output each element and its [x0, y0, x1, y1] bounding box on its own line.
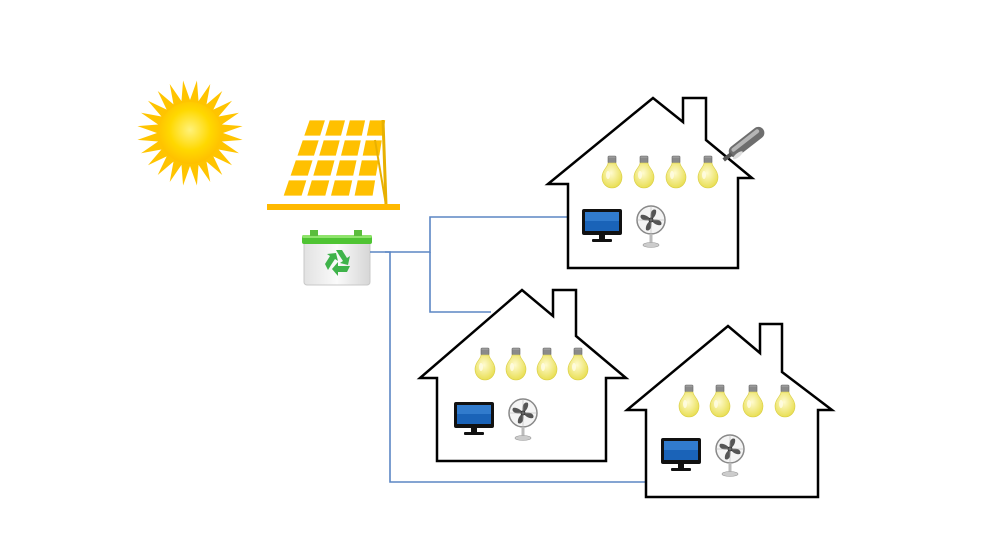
solar-cell — [297, 140, 319, 156]
solar-cell — [358, 160, 379, 176]
sun-icon — [137, 80, 243, 186]
solar-cell — [341, 140, 361, 156]
house-2 — [416, 288, 630, 463]
wire-battery-to-house-1 — [370, 216, 568, 253]
wire-battery-to-house-3 — [385, 251, 650, 483]
house-3 — [623, 322, 836, 499]
solar-cell — [366, 120, 386, 136]
solar-cell — [304, 120, 325, 136]
solar-cell — [319, 140, 340, 156]
solar-cell — [354, 180, 376, 196]
wiring — [370, 216, 650, 483]
wire-battery-to-house-2 — [429, 252, 491, 313]
solar-cell — [283, 180, 307, 196]
solar-cell — [307, 180, 330, 196]
solar-cell — [331, 180, 353, 196]
solar-cell — [313, 160, 335, 176]
battery-recycle-icon — [302, 230, 372, 286]
house-1 — [544, 96, 765, 270]
solar-cell — [362, 140, 382, 156]
solar-cell — [290, 160, 313, 176]
street-lamp-icon — [722, 126, 765, 162]
solar-cell — [325, 120, 345, 136]
solar-cell — [346, 120, 366, 136]
solar-panel-icon — [267, 119, 400, 210]
solar-cell — [336, 160, 357, 176]
recycle-icon — [325, 250, 350, 276]
